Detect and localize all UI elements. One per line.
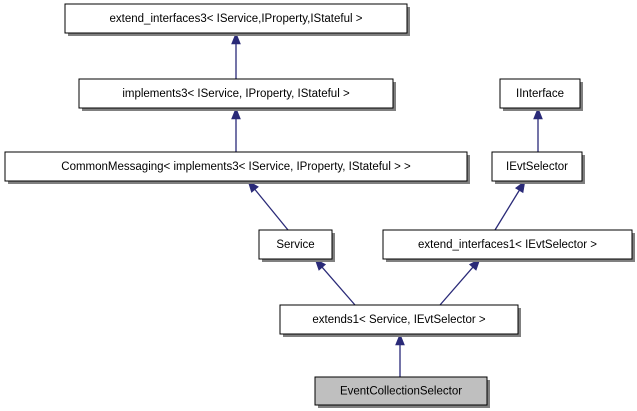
edge-line	[321, 266, 356, 306]
node-label: Service	[276, 239, 314, 251]
class-node-iinterface[interactable]: IInterface	[499, 78, 583, 111]
class-node-service[interactable]: Service	[258, 229, 335, 262]
node-label: extends1< Service, IEvtSelector >	[312, 314, 486, 326]
class-node-eventcollectionselector[interactable]: EventCollectionSelector	[314, 376, 490, 408]
edge-line	[254, 189, 289, 231]
node-label: extend_interfaces1< IEvtSelector >	[418, 239, 597, 251]
inheritance-edge-ievtselector-to-iinterface	[533, 107, 543, 152]
node-box[interactable]	[382, 229, 633, 260]
nodes-layer: extend_interfaces3< IService,IProperty,I…	[4, 3, 635, 408]
inheritance-edge-eventcollectionselector-to-extends1	[395, 333, 405, 377]
inheritance-edge-extend_interfaces1-to-ievtselector	[494, 180, 526, 231]
node-box[interactable]	[499, 78, 581, 109]
node-box[interactable]	[314, 376, 488, 406]
node-box[interactable]	[279, 304, 519, 335]
inheritance-edge-commonmessaging-to-implements3	[231, 107, 241, 152]
class-node-extend_interfaces1[interactable]: extend_interfaces1< IEvtSelector >	[382, 229, 635, 262]
edge-line	[439, 266, 474, 306]
node-box[interactable]	[64, 3, 408, 34]
node-box[interactable]	[491, 151, 583, 182]
node-label: IInterface	[516, 88, 564, 100]
inheritance-edge-service-to-commonmessaging	[247, 180, 289, 231]
class-node-extends1[interactable]: extends1< Service, IEvtSelector >	[279, 304, 521, 337]
node-label: implements3< IService, IProperty, IState…	[122, 88, 350, 100]
node-box[interactable]	[4, 151, 468, 182]
arrowhead-icon	[395, 333, 405, 346]
arrowhead-icon	[231, 32, 241, 45]
node-label: CommonMessaging< implements3< IService, …	[61, 161, 411, 173]
node-label: extend_interfaces3< IService,IProperty,I…	[110, 13, 363, 25]
edge-line	[494, 190, 520, 231]
class-node-extend_interfaces3[interactable]: extend_interfaces3< IService,IProperty,I…	[64, 3, 410, 36]
inheritance-edge-extends1-to-extend_interfaces1	[439, 258, 481, 306]
class-node-implements3[interactable]: implements3< IService, IProperty, IState…	[78, 78, 396, 111]
inheritance-edge-extends1-to-service	[314, 258, 356, 306]
node-box[interactable]	[258, 229, 333, 260]
arrowhead-icon	[231, 107, 241, 120]
arrowhead-icon	[533, 107, 543, 120]
inheritance-edge-implements3-to-extend_interfaces3	[231, 32, 241, 79]
edges-layer	[231, 32, 543, 377]
class-node-ievtselector[interactable]: IEvtSelector	[491, 151, 585, 184]
node-box[interactable]	[78, 78, 394, 109]
node-label: IEvtSelector	[506, 161, 568, 173]
class-node-commonmessaging[interactable]: CommonMessaging< implements3< IService, …	[4, 151, 470, 184]
node-label: EventCollectionSelector	[340, 386, 462, 398]
